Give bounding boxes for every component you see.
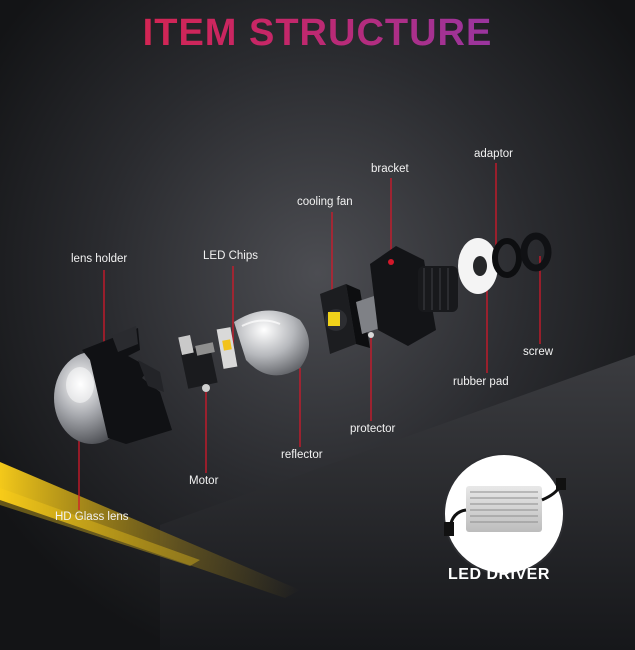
label-rubber-pad: rubber pad (453, 376, 509, 388)
light-streak-inner (0, 488, 200, 566)
leader-lines (78, 163, 541, 510)
light-streak (0, 462, 300, 598)
adaptor-part (492, 238, 522, 278)
led-driver-part (443, 453, 566, 575)
led-driver-label: LED DRIVER (448, 566, 550, 583)
screw-part (520, 232, 552, 272)
reflector-part (234, 310, 309, 376)
label-led-chips: LED Chips (203, 250, 258, 262)
rubber-pad-part (458, 238, 498, 294)
label-hd-glass-lens: HD Glass lens (55, 511, 129, 523)
label-bracket: bracket (371, 163, 409, 175)
lens-holder-part (82, 326, 172, 444)
protector-part (356, 296, 380, 338)
label-adaptor: adaptor (474, 148, 514, 160)
motor-part (178, 334, 218, 392)
label-lens-holder: lens holder (71, 253, 128, 265)
page-title: ITEM STRUCTURE (0, 12, 635, 55)
label-protector: protector (350, 423, 396, 435)
label-screw: screw (523, 346, 554, 358)
bracket-part (370, 246, 458, 346)
label-motor: Motor (189, 475, 219, 487)
label-cooling-fan: cooling fan (297, 196, 353, 208)
led-chips-part (216, 327, 238, 369)
floor-plane (160, 355, 635, 650)
label-reflector: reflector (281, 449, 323, 461)
